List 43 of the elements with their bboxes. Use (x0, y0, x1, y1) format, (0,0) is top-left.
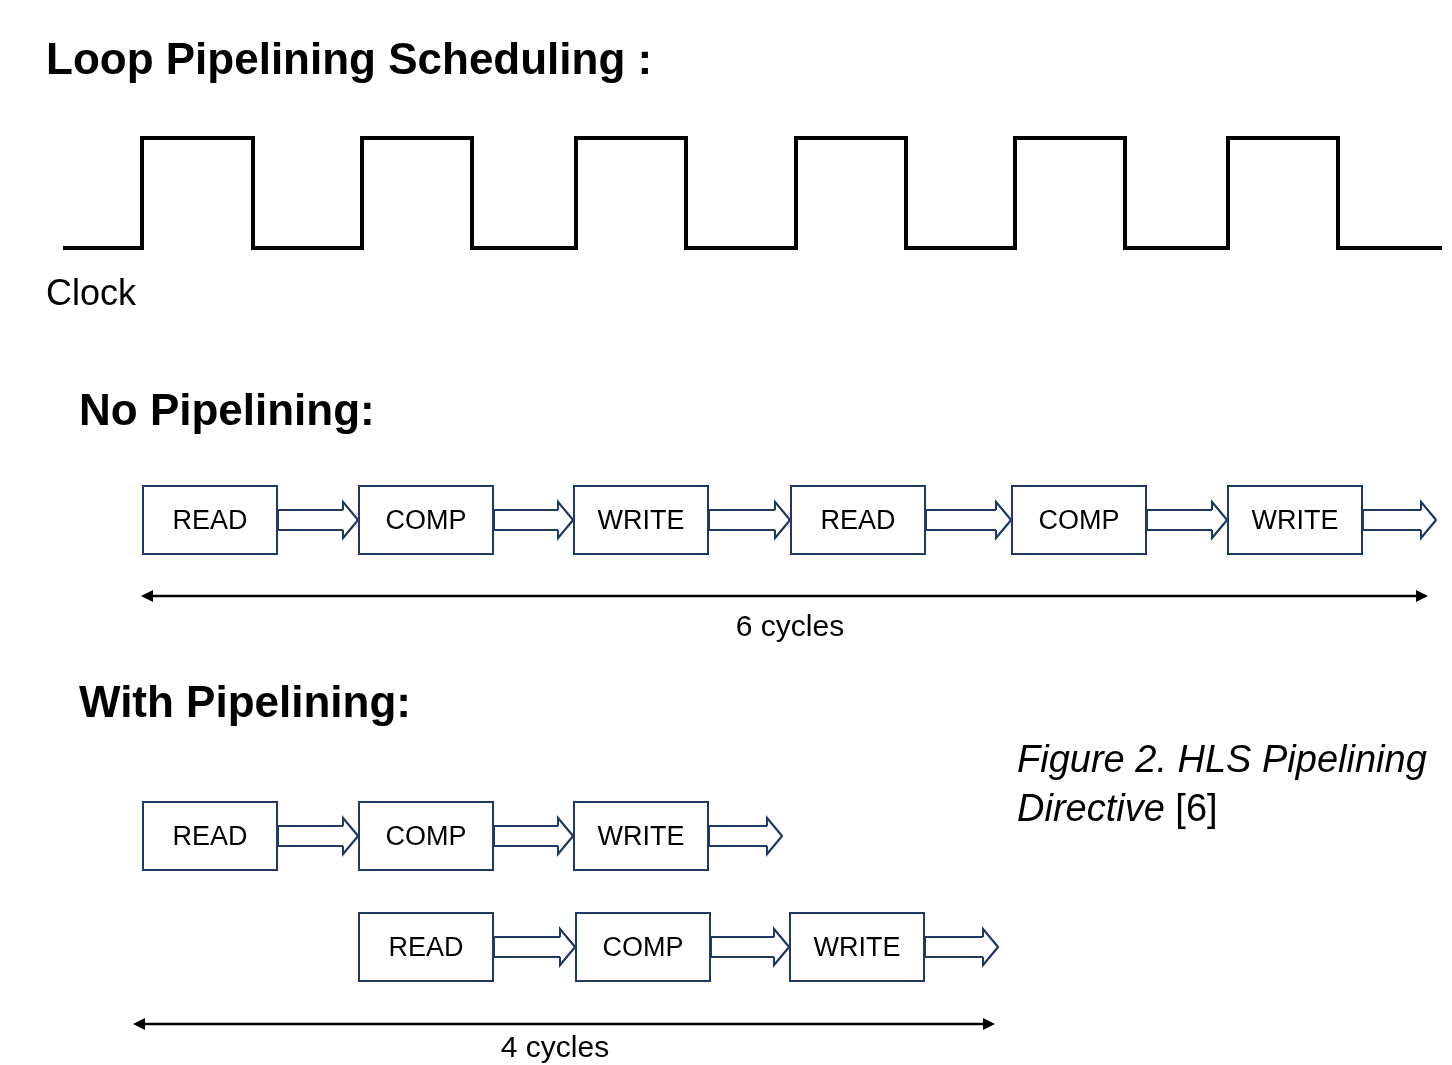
stage-label: READ (388, 931, 464, 963)
stage-box (142, 485, 278, 555)
block-arrow (1362, 499, 1438, 541)
stage-box (575, 912, 711, 982)
block-arrow (925, 499, 1013, 541)
stage-box (142, 801, 278, 871)
stage-label: COMP (1038, 504, 1120, 536)
title: Loop Pipelining Scheduling : (46, 34, 653, 84)
signal-label: Clock (46, 272, 137, 314)
block-arrow (277, 815, 360, 857)
section-heading: With Pipelining: (79, 677, 411, 727)
caption: Figure 2. HLS Pipelining Directive [6] (1017, 737, 1428, 832)
stage-box (1227, 485, 1363, 555)
block-arrow (924, 926, 1000, 968)
stage-label: WRITE (1251, 504, 1339, 536)
stage-box (790, 485, 926, 555)
block-arrow (1146, 499, 1229, 541)
stage-box (789, 912, 925, 982)
stage-box (1011, 485, 1147, 555)
stage-label: COMP (385, 504, 467, 536)
block-arrow (708, 499, 792, 541)
stage-box (358, 485, 494, 555)
block-arrow (277, 499, 360, 541)
stage-box (573, 485, 709, 555)
stage-box (358, 801, 494, 871)
stage-label: COMP (385, 820, 467, 852)
block-arrow (493, 815, 575, 857)
stage-box (358, 912, 494, 982)
stage-label: COMP (602, 931, 684, 963)
block-arrow (493, 926, 577, 968)
section-heading: No Pipelining: (79, 385, 375, 435)
stage-label: WRITE (597, 820, 685, 852)
dimension-label: 6 cycles (735, 609, 845, 643)
stage-label: WRITE (813, 931, 901, 963)
block-arrow (710, 926, 791, 968)
stage-label: WRITE (597, 504, 685, 536)
block-arrow (493, 499, 575, 541)
stage-label: READ (172, 504, 248, 536)
stage-label: READ (820, 504, 896, 536)
stage-box (573, 801, 709, 871)
dimension-label: 4 cycles (500, 1030, 610, 1064)
block-arrow (708, 815, 784, 857)
stage-label: READ (172, 820, 248, 852)
